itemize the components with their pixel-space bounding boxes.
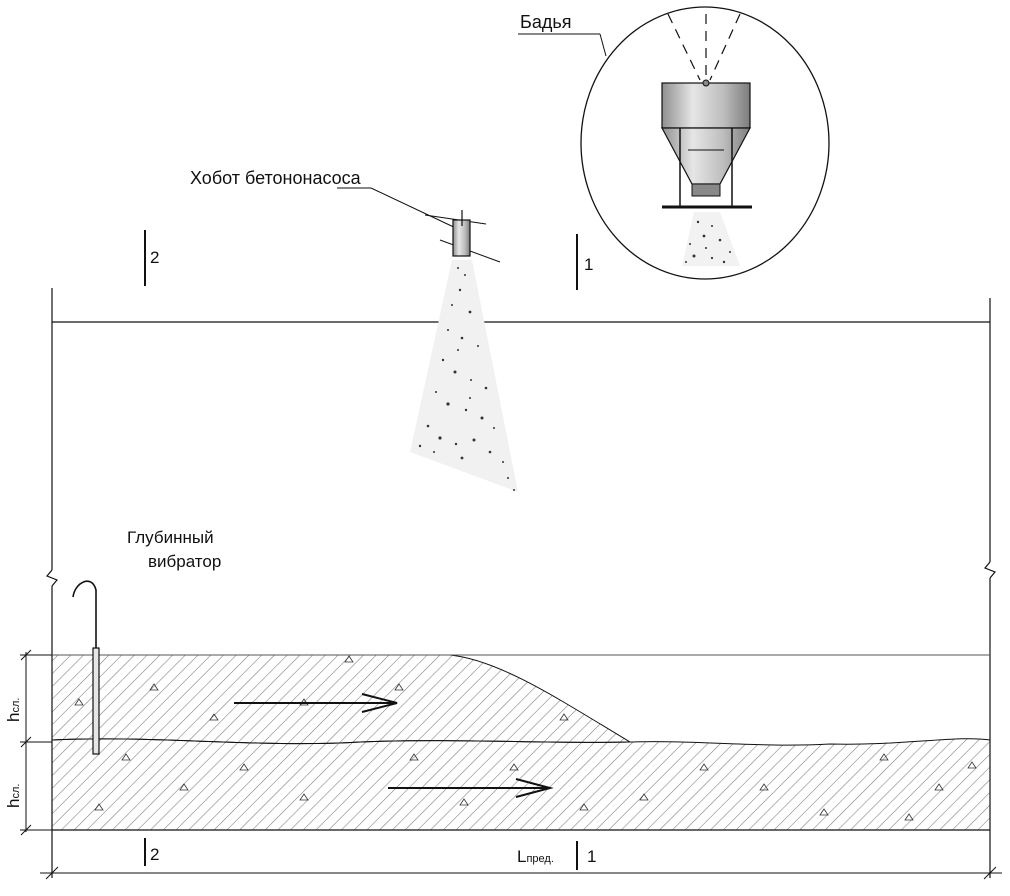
vibrator-label-line1: Глубинный xyxy=(127,528,214,547)
upper-flow-arrow xyxy=(234,693,398,713)
section-2-bottom-label: 2 xyxy=(150,845,160,864)
layer-h-sub: сл. xyxy=(10,783,22,799)
layer-height-dimension xyxy=(20,649,52,836)
bucket-callout xyxy=(518,6,830,280)
section-1-bottom-label: 1 xyxy=(587,847,597,866)
bucket-cables xyxy=(667,13,741,81)
bucket-body xyxy=(660,79,752,209)
depth-vibrator xyxy=(72,580,100,755)
pump-hose-label: Хобот бетононасоса xyxy=(190,168,361,188)
vibrator-label-line2: вибратор xyxy=(148,552,222,571)
bucket-concrete-stream xyxy=(682,212,740,266)
section-marks xyxy=(144,230,578,870)
aggregate-marks xyxy=(74,655,977,821)
layer-height-label-upper: hсл. xyxy=(4,698,24,722)
layer-height-label-lower: hсл. xyxy=(4,784,24,808)
bucket-label: Бадья xyxy=(520,12,572,32)
pump-concrete-stream xyxy=(410,260,518,492)
length-label: Lпред. xyxy=(517,847,554,867)
length-dimension xyxy=(40,866,1002,880)
layer-h-main: h xyxy=(4,798,23,808)
upper-layer xyxy=(51,654,632,745)
layer-h-main: h xyxy=(4,712,23,722)
pump-hose xyxy=(337,187,501,263)
lower-layer xyxy=(51,738,991,831)
lower-flow-arrow xyxy=(388,778,554,798)
section-1-top-label: 1 xyxy=(584,255,594,274)
layer-h-sub: сл. xyxy=(10,697,22,713)
length-sub: пред. xyxy=(526,853,554,865)
length-main: L xyxy=(517,847,527,866)
concrete-layers xyxy=(51,654,991,831)
section-2-top-label: 2 xyxy=(150,248,160,267)
